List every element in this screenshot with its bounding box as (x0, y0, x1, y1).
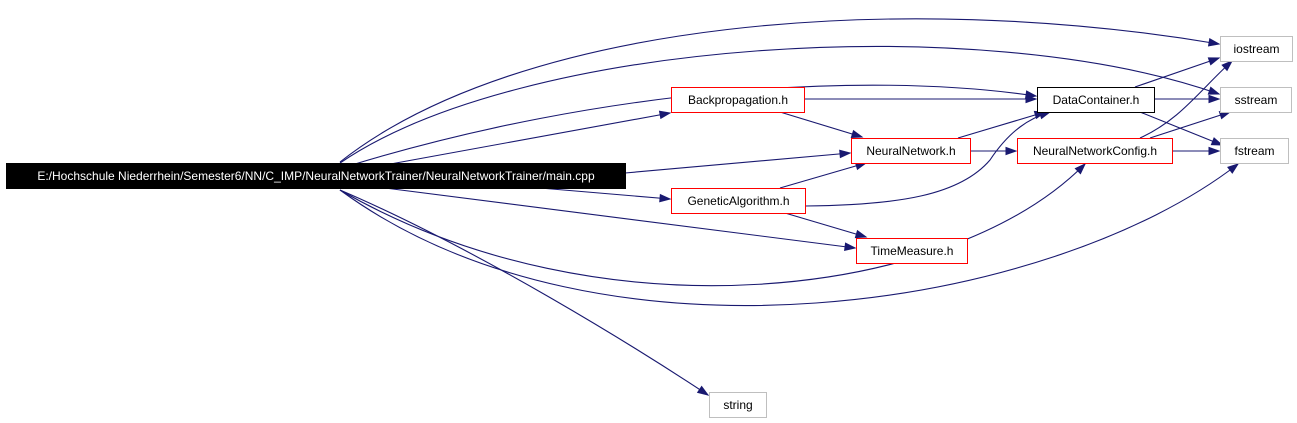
edge-main-to-nnconfig-arrowhead (1074, 162, 1087, 175)
edge-main-to-neuralnet-arrowhead (839, 149, 852, 159)
edge-nnconfig-to-iostream (1139, 60, 1234, 139)
node-datacontainer[interactable]: DataContainer.h (1037, 87, 1155, 113)
edge-main-to-backprop-line (384, 112, 671, 166)
node-genetic-label: GeneticAlgorithm.h (687, 194, 789, 208)
edge-neuralnet-to-datacontainer-line (957, 111, 1046, 139)
edge-main-to-iostream-line (339, 18, 1220, 163)
edge-main-to-neuralnet (624, 149, 852, 174)
edge-nnconfig-to-fstream (1172, 146, 1221, 156)
edge-main-to-backprop-arrowhead (658, 110, 672, 120)
edge-main-to-genetic-arrowhead (659, 193, 672, 203)
edge-main-to-iostream-arrowhead (1207, 38, 1221, 47)
edge-datacontainer-to-sstream-arrowhead (1208, 94, 1221, 104)
edge-datacontainer-to-sstream (1154, 94, 1221, 104)
edge-nnconfig-to-fstream-arrowhead (1208, 146, 1221, 156)
node-datacontainer-box (1037, 87, 1155, 113)
edge-main-to-timemeasure (384, 187, 857, 251)
edge-datacontainer-to-fstream-arrowhead (1210, 137, 1224, 146)
edge-main-to-timemeasure-line (384, 187, 856, 249)
node-backprop-box (671, 87, 805, 113)
edge-neuralnet-to-nnconfig-arrowhead (1005, 146, 1018, 156)
edge-main-to-fstream-arrowhead (1227, 163, 1240, 174)
edge-nnconfig-to-iostream-line (1139, 60, 1233, 139)
edge-backprop-to-neuralnet (779, 111, 864, 139)
edge-genetic-to-neuralnet-line (779, 162, 867, 189)
node-iostream-box (1220, 36, 1293, 62)
edge-main-to-fstream-line (339, 163, 1239, 307)
node-iostream-label: iostream (1233, 42, 1279, 56)
node-iostream: iostream (1220, 36, 1293, 62)
edge-genetic-to-datacontainer-line (804, 111, 1051, 207)
edge-main-to-nnconfig-line (339, 163, 1086, 287)
edges-layer (339, 18, 1240, 396)
node-sstream: sstream (1220, 87, 1292, 113)
node-sstream-label: sstream (1235, 93, 1278, 107)
node-neuralnet-box (851, 138, 971, 164)
node-main[interactable]: E:/Hochschule Niederrhein/Semester6/NN/C… (6, 163, 626, 189)
edge-main-to-neuralnet-line (624, 152, 851, 174)
node-fstream-box (1220, 138, 1289, 164)
node-sstream-box (1220, 87, 1292, 113)
edge-datacontainer-to-iostream (1134, 57, 1221, 88)
edge-main-to-sstream-line (339, 45, 1220, 164)
node-neuralnet-label: NeuralNetwork.h (866, 144, 955, 158)
node-main-box (6, 163, 626, 189)
node-backprop[interactable]: Backpropagation.h (671, 87, 805, 113)
edge-datacontainer-to-iostream-arrowhead (1207, 57, 1221, 66)
edge-backprop-to-datacontainer (804, 94, 1038, 104)
node-string-label: string (723, 398, 752, 412)
edge-main-to-timemeasure-arrowhead (844, 242, 857, 251)
edge-nnconfig-to-iostream-arrowhead (1221, 60, 1234, 72)
edge-neuralnet-to-nnconfig (970, 146, 1018, 156)
edge-main-to-nnconfig (339, 162, 1087, 287)
node-fstream-label: fstream (1234, 144, 1274, 158)
edge-backprop-to-datacontainer-arrowhead (1025, 94, 1038, 104)
node-genetic[interactable]: GeneticAlgorithm.h (671, 188, 806, 214)
edge-main-to-sstream (339, 45, 1221, 164)
edge-main-to-backprop (384, 110, 672, 166)
edge-nnconfig-to-sstream (1149, 111, 1232, 139)
edge-genetic-to-timemeasure (784, 212, 868, 239)
node-neuralnet[interactable]: NeuralNetwork.h (851, 138, 971, 164)
edge-genetic-to-timemeasure-line (784, 212, 867, 238)
node-genetic-box (671, 188, 806, 214)
edge-main-to-genetic (539, 187, 672, 203)
nodes-layer: E:/Hochschule Niederrhein/Semester6/NN/C… (6, 36, 1293, 418)
edge-main-to-iostream (339, 18, 1221, 163)
node-string: string (709, 392, 767, 418)
node-string-box (709, 392, 767, 418)
edge-main-to-sstream-arrowhead (1207, 86, 1221, 95)
node-main-label: E:/Hochschule Niederrhein/Semester6/NN/C… (37, 169, 595, 183)
edge-backprop-to-neuralnet-arrowhead (850, 129, 864, 139)
edge-nnconfig-to-sstream-line (1149, 111, 1231, 139)
edge-main-to-string-line (339, 189, 709, 396)
node-nnconfig-label: NeuralNetworkConfig.h (1033, 144, 1157, 158)
edge-backprop-to-neuralnet-line (779, 111, 863, 138)
edge-neuralnet-to-datacontainer (957, 110, 1047, 139)
node-timemeasure-box (856, 238, 968, 264)
node-datacontainer-label: DataContainer.h (1053, 93, 1140, 107)
node-fstream: fstream (1220, 138, 1289, 164)
edge-datacontainer-to-iostream-line (1134, 57, 1220, 88)
edge-genetic-to-neuralnet (779, 161, 868, 189)
edge-main-to-genetic-line (539, 187, 671, 200)
edge-main-to-string (339, 189, 710, 396)
edge-genetic-to-timemeasure-arrowhead (854, 229, 868, 239)
node-nnconfig[interactable]: NeuralNetworkConfig.h (1017, 138, 1173, 164)
edge-main-to-fstream (339, 163, 1240, 307)
node-nnconfig-box (1017, 138, 1173, 164)
node-timemeasure-label: TimeMeasure.h (871, 244, 954, 258)
node-timemeasure[interactable]: TimeMeasure.h (856, 238, 968, 264)
node-backprop-label: Backpropagation.h (688, 93, 788, 107)
edge-main-to-string-arrowhead (696, 385, 710, 396)
